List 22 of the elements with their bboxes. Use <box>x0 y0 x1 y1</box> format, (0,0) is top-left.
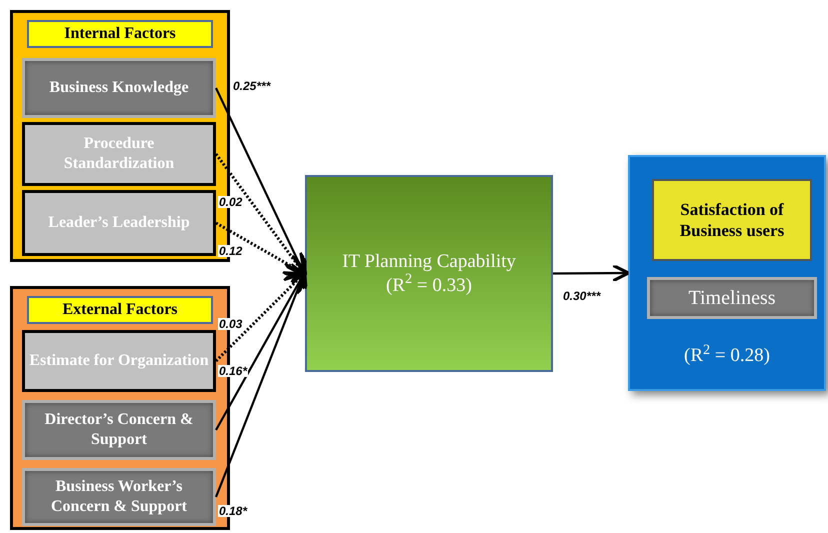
factor-box: Procedure Standardization <box>22 122 216 186</box>
factor-box: Director’s Concern & Support <box>22 400 216 460</box>
outcome-heading-box: Satisfaction of Business users <box>652 179 812 261</box>
edge-label: 0.18* <box>218 505 248 517</box>
outcome-panel <box>628 155 826 391</box>
edge-label: 0.12 <box>218 245 244 257</box>
arrow <box>215 222 308 277</box>
group-heading: External Factors <box>27 296 213 324</box>
construct-box: IT Planning Capability (R$^{2}$ = 0.33) <box>305 175 553 372</box>
factor-box: Estimate for Organization <box>22 330 216 392</box>
factor-box: Business Worker’s Concern & Support <box>22 468 216 526</box>
edge-label: 0.25*** <box>232 80 272 92</box>
factor-box: Business Knowledge <box>22 58 216 118</box>
edge-label: 0.16* <box>218 365 248 377</box>
edge-label: 0.30*** <box>562 290 602 302</box>
edge-label: 0.02 <box>218 196 244 208</box>
factor-box: Leader’s Leadership <box>22 190 216 256</box>
r-squared-text: (R$^{2}$ = 0.28) <box>684 342 770 368</box>
arrow <box>553 264 630 282</box>
factor-box: Timeliness <box>647 277 817 319</box>
edge-label: 0.03 <box>218 318 244 330</box>
group-heading: Internal Factors <box>27 20 213 48</box>
